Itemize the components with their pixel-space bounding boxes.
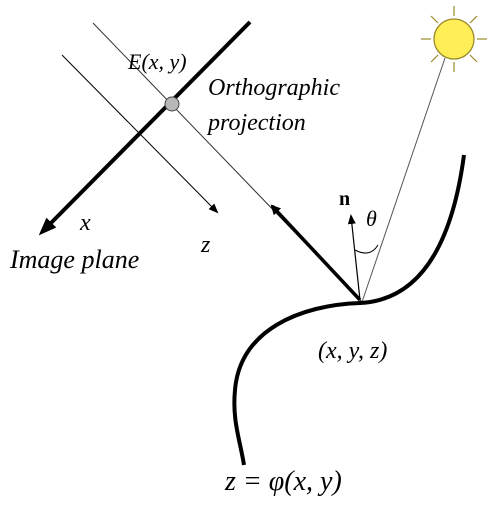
view-direction-arrow: [270, 204, 362, 302]
light-ray: [361, 57, 446, 303]
label-surface-point: (x, y, z): [318, 338, 387, 364]
normal-vector: [347, 214, 361, 301]
z-axis-line: [61, 54, 219, 214]
label-normal: n: [339, 188, 350, 210]
label-orthographic: Orthographic: [208, 75, 340, 101]
projection-point-e: [164, 96, 180, 112]
image-plane-line: [38, 20, 252, 236]
sun-icon: [421, 6, 487, 72]
label-surface-equation: z = φ(x, y): [224, 466, 342, 497]
label-projection: projection: [206, 110, 306, 136]
angle-arc: [354, 244, 379, 254]
label-axis-z: z: [200, 232, 211, 258]
surface-curve: [232, 154, 466, 466]
label-axis-x: x: [79, 210, 91, 236]
label-point-e: E(x, y): [127, 49, 187, 74]
label-image-plane: Image plane: [9, 245, 139, 274]
label-angle: θ: [366, 206, 377, 231]
